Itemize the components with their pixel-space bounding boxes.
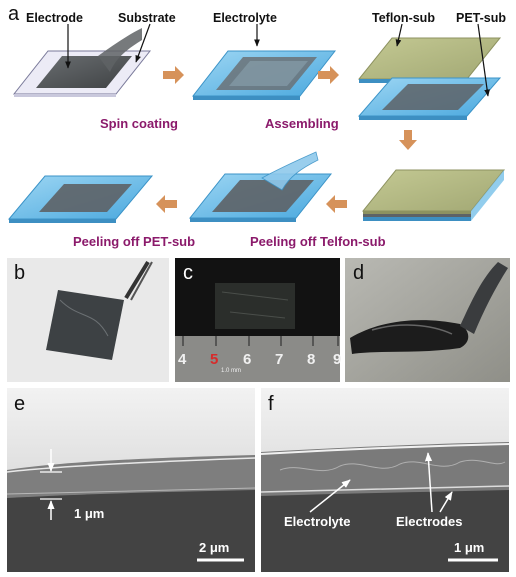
film-cross-section-f	[261, 442, 509, 498]
step3-assembling	[357, 23, 502, 120]
pet-sub-label: PET-sub	[456, 11, 506, 25]
assembling-caption: Assembling	[265, 116, 339, 131]
tweezers-d	[460, 262, 508, 334]
ruler-num-8: 8	[307, 351, 315, 368]
panel-b: b	[7, 258, 169, 382]
step2-electrolyte	[191, 24, 337, 100]
panel-b-letter: b	[14, 262, 25, 284]
step5-peel-teflon	[188, 151, 333, 222]
peeling-pet-caption: Peeling off PET-sub	[73, 234, 195, 249]
arrow-left-1	[326, 195, 347, 213]
panel-a-letter: a	[8, 3, 20, 25]
arrow-left-2	[156, 195, 177, 213]
arrow-down	[399, 130, 417, 150]
panel-a: a Electrode Substrate Electrolyte	[7, 3, 506, 249]
electrolyte-label: Electrolyte	[213, 11, 277, 25]
scale-bar-e-label: 2 μm	[199, 540, 229, 555]
panel-f-letter: f	[268, 393, 274, 415]
teflon-sub-label: Teflon-sub	[372, 11, 435, 25]
substrate-dark-f	[261, 490, 509, 572]
step6-peel-pet	[7, 175, 154, 223]
peeling-teflon-caption: Peeling off Telfon-sub	[250, 234, 386, 249]
ruler-num-7: 7	[275, 351, 283, 368]
ruler-num-9: 9	[333, 351, 341, 368]
panel-d-photo	[345, 258, 510, 382]
step1-substrate-electrode	[12, 23, 152, 97]
panel-c: 4 5 6 7 8 9 1.0 mm c	[175, 258, 341, 382]
ruler-num-6: 6	[243, 351, 251, 368]
panel-d: d	[345, 258, 510, 382]
thickness-label: 1 μm	[74, 506, 104, 521]
arrow-right-1	[163, 66, 184, 84]
electrodes-label-f: Electrodes	[396, 514, 462, 529]
panel-f: Electrolyte Electrodes 1 μm f	[260, 388, 510, 572]
electrode-arrow-bottom	[439, 491, 453, 513]
step4-stack	[361, 169, 506, 221]
ruler-unit: 1.0 mm	[221, 368, 241, 374]
panel-e: 1 μm 2 μm e	[6, 388, 256, 572]
panel-c-letter: c	[183, 262, 193, 284]
tweezers	[124, 260, 150, 300]
electrolyte-label-f: Electrolyte	[284, 514, 350, 529]
electrolyte-arrow	[309, 479, 351, 513]
arrow-right-2	[318, 66, 339, 84]
substrate-dark	[7, 490, 255, 572]
electrode-label: Electrode	[26, 11, 83, 25]
scale-bar-f-label: 1 μm	[454, 540, 484, 555]
electrode-arrow-top	[424, 452, 433, 513]
flexible-film	[46, 290, 124, 360]
spin-coating-caption: Spin coating	[100, 116, 178, 131]
panel-e-letter: e	[14, 393, 25, 415]
panel-d-letter: d	[353, 262, 364, 284]
substrate-label: Substrate	[118, 11, 176, 25]
sample-film	[215, 283, 295, 329]
ruler-num-4: 4	[178, 351, 187, 368]
ruler-num-5: 5	[210, 351, 218, 368]
